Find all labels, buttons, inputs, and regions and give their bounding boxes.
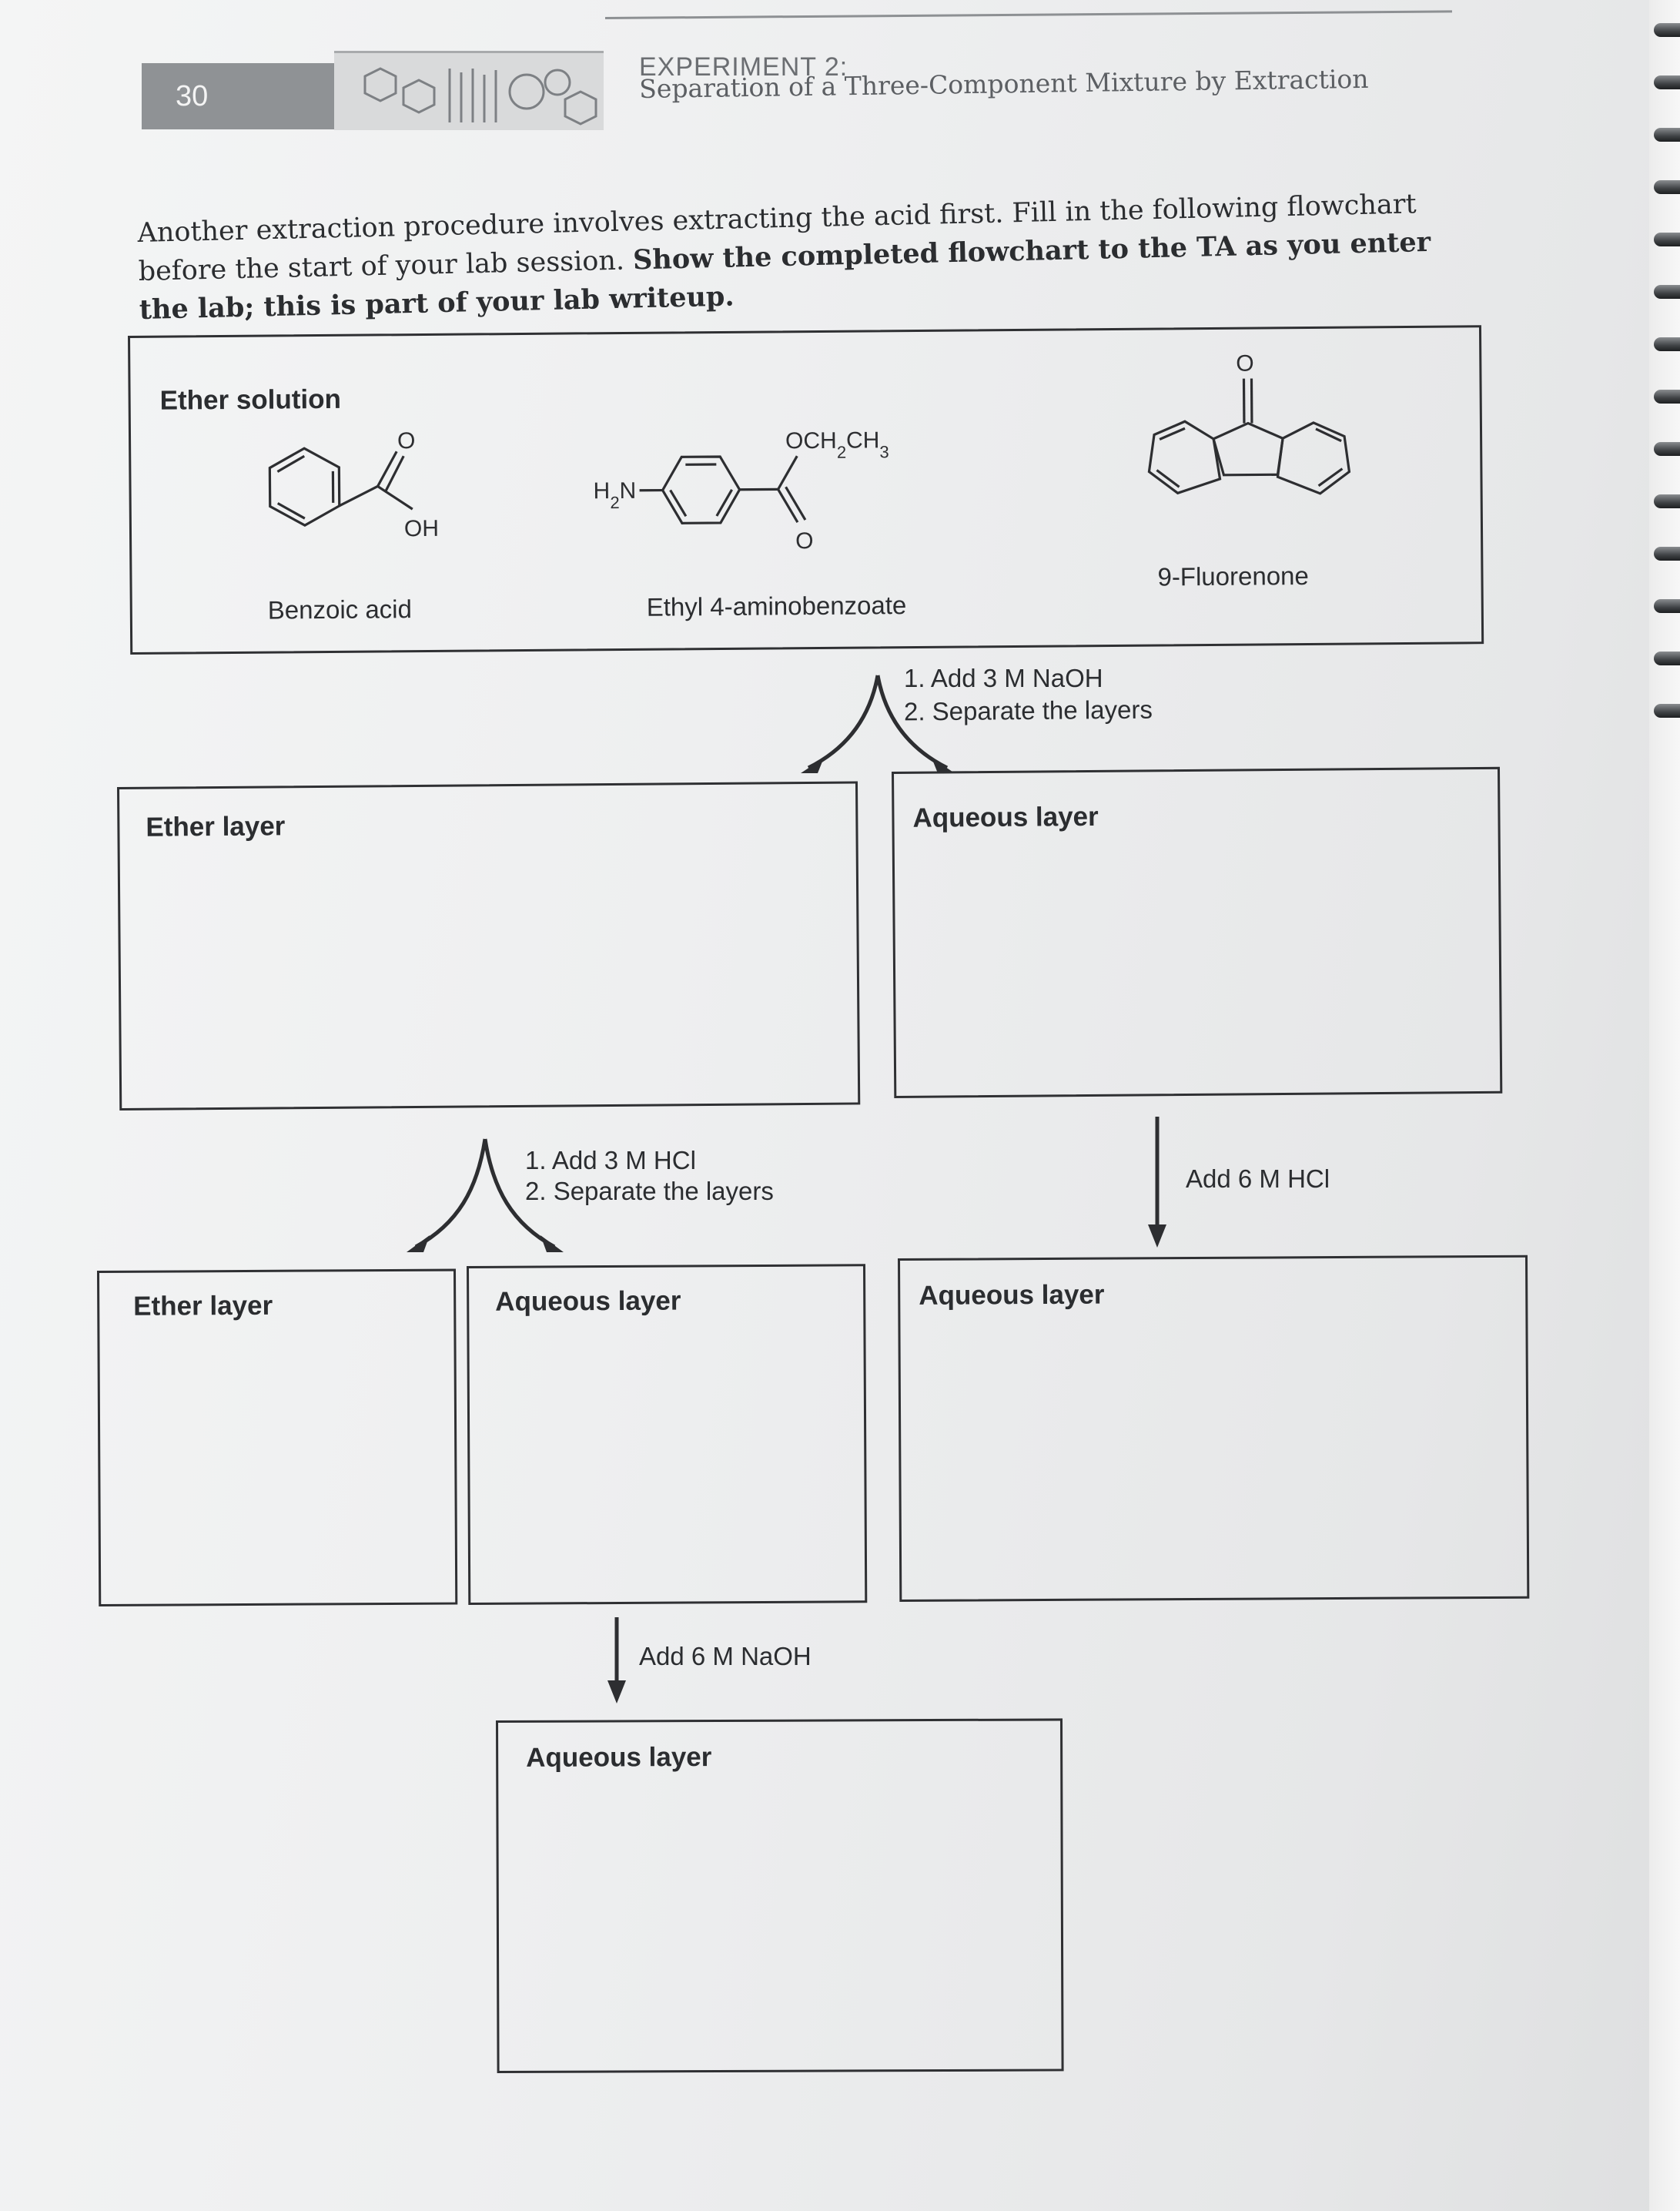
spiral-binding [1649,0,1680,2211]
ester-group-label: OCH2CH3 [785,427,889,462]
aqueous-layer-box-4: Aqueous layer [496,1718,1064,2073]
spiral-ring [1654,494,1680,508]
ether-solution-box: Ether solution O OH Benzoic acid H2N OCH… [128,325,1484,655]
step1-line1: 1. Add 3 M NaOH [904,664,1103,692]
ether-layer-label-1: Ether layer [146,811,286,843]
ether-solution-label: Ether solution [159,384,342,416]
ester-carbonyl-o-label: O [795,528,814,554]
step2-line2: 2. Separate the layers [525,1177,774,1205]
spiral-ring [1654,337,1680,351]
benzoic-acid-structure: O OH [268,428,439,541]
benzoic-carbonyl-o-label: O [397,428,416,454]
instructions-paragraph: Another extraction procedure involves ex… [137,184,1471,330]
aqueous-layer-box-2: Aqueous layer [467,1264,868,1605]
aqueous-layer-label-2: Aqueous layer [495,1285,681,1317]
down-arrow-hcl [1148,1117,1166,1248]
aqueous-layer-box-3: Aqueous layer [898,1255,1530,1602]
fluorenone-name: 9-Fluorenone [1157,561,1309,591]
down-arrow-naoh [607,1617,626,1703]
aqueous-layer-label-4: Aqueous layer [526,1742,712,1773]
benzoic-acid-name: Benzoic acid [267,595,413,625]
spiral-ring [1654,704,1680,718]
header-molecule-graphic [334,51,604,130]
experiment-label: EXPERIMENT 2: [639,52,848,82]
ether-layer-box-2: Ether layer [97,1268,458,1606]
ether-layer-box-1: Ether layer [117,781,861,1111]
spiral-ring [1654,233,1680,246]
spiral-ring [1654,390,1680,404]
spiral-ring [1654,75,1680,89]
step1-line2: 2. Separate the layers [903,695,1153,726]
add-naoh-label: Add 6 M NaOH [639,1642,812,1670]
amine-label: H2N [593,478,636,512]
step2-line1: 1. Add 3 M HCl [525,1146,696,1174]
header-rule [604,10,1452,19]
spiral-ring [1654,442,1680,456]
fluorenone-o-label: O [1236,351,1254,377]
aqueous-layer-label-1: Aqueous layer [912,801,1099,833]
split-arrow-step2 [407,1138,564,1252]
spiral-ring [1654,128,1680,142]
aqueous-layer-box-1: Aqueous layer [892,766,1503,1098]
add-hcl-label: Add 6 M HCl [1186,1164,1330,1193]
ether-layer-label-2: Ether layer [133,1290,273,1322]
spiral-ring [1654,23,1680,37]
spiral-ring [1654,599,1680,613]
spiral-ring [1654,285,1680,299]
split-arrow-step1 [801,675,955,773]
spiral-ring [1654,180,1680,194]
fluorenone-structure: O [1147,351,1351,495]
ethyl-aminobenzoate-structure: H2N OCH2CH3 O [593,427,889,554]
spiral-ring [1654,652,1680,665]
page-number: 30 [142,63,334,129]
aqueous-layer-label-3: Aqueous layer [919,1279,1105,1311]
spiral-ring [1654,547,1680,561]
ethyl-aminobenzoate-name: Ethyl 4-aminobenzoate [646,591,907,621]
benzoic-oh-label: OH [404,516,439,541]
